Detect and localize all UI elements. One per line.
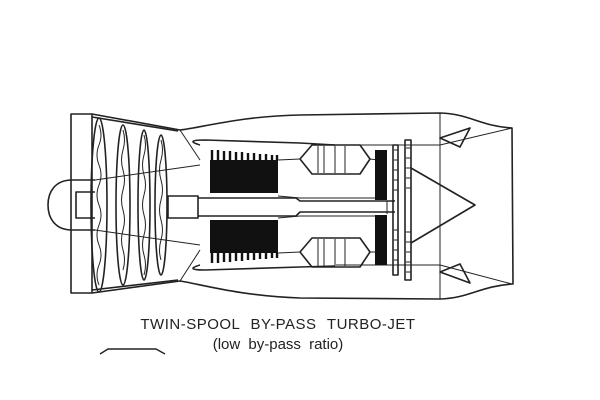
exhaust-cone xyxy=(410,113,476,299)
nacelle-outline xyxy=(70,112,514,300)
combustion-chambers xyxy=(277,144,379,268)
diagram-subtitle: (low by-pass ratio) xyxy=(212,336,344,353)
diagram-title: TWIN-SPOOL BY-PASS TURBO-JET xyxy=(140,316,416,333)
partial-figure-fragment xyxy=(99,348,166,355)
hp-compressor-blades xyxy=(210,150,279,263)
turbine xyxy=(375,139,412,281)
hp-compressor xyxy=(210,160,278,253)
nose-spinner xyxy=(47,179,95,231)
fan-stages xyxy=(90,117,201,293)
shafts xyxy=(167,195,395,219)
